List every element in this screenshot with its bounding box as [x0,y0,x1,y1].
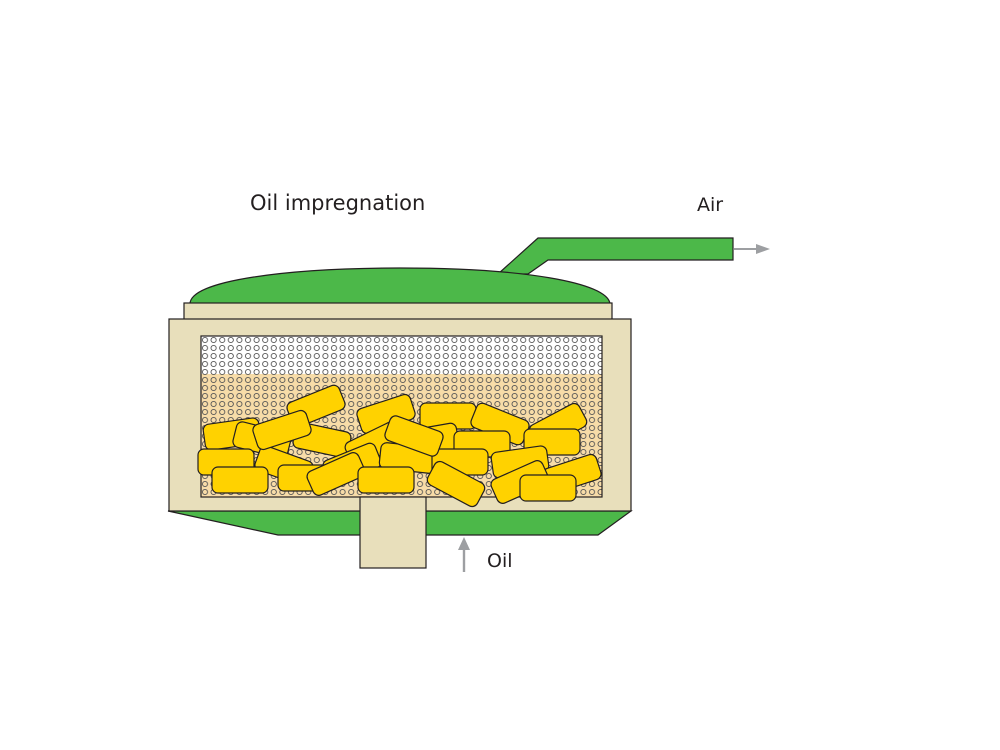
diagram-title: Oil impregnation [250,191,425,215]
vessel-dome-lid [189,267,611,305]
air-outlet-pipe [496,237,734,275]
lid-flange [183,302,613,321]
pellet [252,409,312,451]
pellet [519,474,577,502]
pellet [426,460,486,508]
pellet [211,466,269,494]
pellet-bed [197,384,602,508]
pellet [306,452,366,496]
oil-label: Oil [487,550,513,572]
air-label: Air [697,194,723,216]
oil-inlet-pipe [359,496,427,569]
pellet [357,466,415,494]
pellet [384,415,444,457]
oil-arrow [458,537,470,572]
air-arrow [734,244,770,254]
